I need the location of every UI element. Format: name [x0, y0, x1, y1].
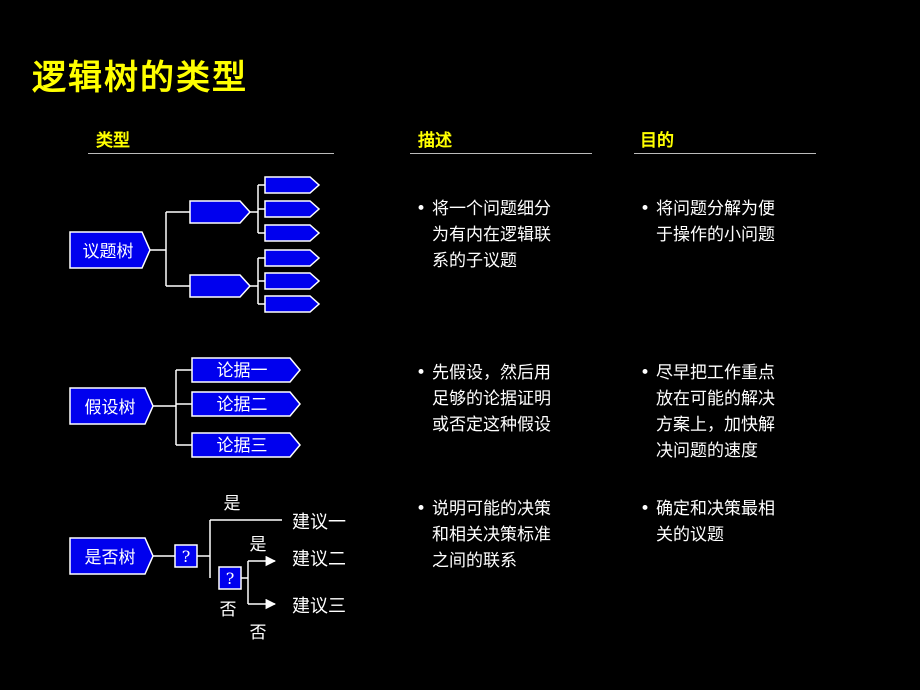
purpose-hypothesis-tree: • 尽早把工作重点 放在可能的解决 方案上，加快解 决问题的速度 [640, 360, 836, 464]
issue-tree-root-box [69, 231, 151, 269]
text-line: 足够的论据证明 [432, 389, 551, 409]
question-mark: ? [226, 569, 235, 588]
hypothesis-branch-label: 论据二 [217, 395, 268, 415]
column-header-description: 描述 [418, 131, 452, 151]
issue-leaf [264, 249, 321, 267]
bullet-dot: • [640, 363, 651, 383]
issue-leaf [264, 224, 321, 242]
issue-leaf [264, 200, 321, 218]
text-line: 为有内在逻辑联 [432, 225, 551, 245]
yes-no-tree-root-box [69, 537, 154, 575]
yes-no-tree: 是否树 ? ? 是 是 否 否 建议一 建议二 建议三 [69, 494, 346, 643]
question-box [218, 566, 242, 590]
hypothesis-tree-label: 假设树 [85, 398, 136, 418]
hypothesis-branch-label: 论据一 [217, 361, 268, 381]
text-line: 关的议题 [656, 525, 724, 545]
issue-tree-label: 议题树 [83, 242, 134, 262]
description-issue-tree: • 将一个问题细分 为有内在逻辑联 系的子议题 [416, 196, 612, 274]
text-line: 或否定这种假设 [432, 415, 551, 435]
bullet-dot: • [416, 499, 427, 519]
text-line: 将问题分解为便 [656, 199, 775, 219]
text-line: 之间的联系 [432, 551, 517, 571]
question-mark: ? [182, 547, 191, 566]
no-label: 否 [250, 623, 267, 643]
yes-no-tree-label: 是否树 [85, 548, 136, 568]
hypothesis-tree: 假设树 论据一 论据二 论据三 [69, 357, 301, 458]
page-title: 逻辑树的类型 [32, 58, 248, 98]
text-line: 说明可能的决策 [432, 499, 551, 519]
column-rule-purpose [634, 153, 816, 154]
issue-leaf [264, 176, 321, 194]
hypothesis-branch-box [191, 391, 301, 417]
hypothesis-branch-label: 论据三 [217, 436, 268, 456]
no-label: 否 [220, 600, 237, 620]
text-line: 系的子议题 [432, 251, 517, 271]
column-header-type: 类型 [96, 131, 130, 151]
column-rule-description [410, 153, 592, 154]
hypothesis-branch-box [191, 432, 301, 458]
outcome-label: 建议三 [292, 596, 346, 617]
column-header-purpose: 目的 [640, 131, 674, 151]
issue-leaf [264, 272, 321, 290]
bullet-dot: • [640, 499, 651, 519]
issue-subnode [189, 274, 252, 298]
purpose-issue-tree: • 将问题分解为便 于操作的小问题 [640, 196, 836, 248]
column-rule-type [88, 153, 334, 154]
issue-subnode [189, 200, 252, 224]
question-box [174, 544, 198, 568]
bullet-dot: • [416, 199, 427, 219]
text-line: 决问题的速度 [656, 441, 758, 461]
hypothesis-tree-root-box [69, 387, 154, 425]
text-line: 和相关决策标准 [432, 525, 551, 545]
issue-leaf [264, 295, 321, 313]
hypothesis-branch-box [191, 357, 301, 383]
description-yes-no-tree: • 说明可能的决策 和相关决策标准 之间的联系 [416, 496, 612, 574]
issue-tree: 议题树 [69, 176, 321, 313]
text-line: 尽早把工作重点 [656, 363, 775, 383]
yes-label: 是 [224, 494, 241, 514]
outcome-label: 建议一 [292, 512, 346, 533]
text-line: 将一个问题细分 [432, 199, 551, 219]
outcome-label: 建议二 [292, 549, 346, 570]
text-line: 放在可能的解决 [656, 389, 775, 409]
text-line: 方案上，加快解 [656, 415, 775, 435]
text-line: 先假设，然后用 [432, 363, 551, 383]
description-hypothesis-tree: • 先假设，然后用 足够的论据证明 或否定这种假设 [416, 360, 612, 438]
bullet-dot: • [640, 199, 651, 219]
yes-label: 是 [250, 535, 267, 555]
purpose-yes-no-tree: • 确定和决策最相 关的议题 [640, 496, 836, 548]
text-line: 于操作的小问题 [656, 225, 775, 245]
text-line: 确定和决策最相 [656, 499, 775, 519]
bullet-dot: • [416, 363, 427, 383]
